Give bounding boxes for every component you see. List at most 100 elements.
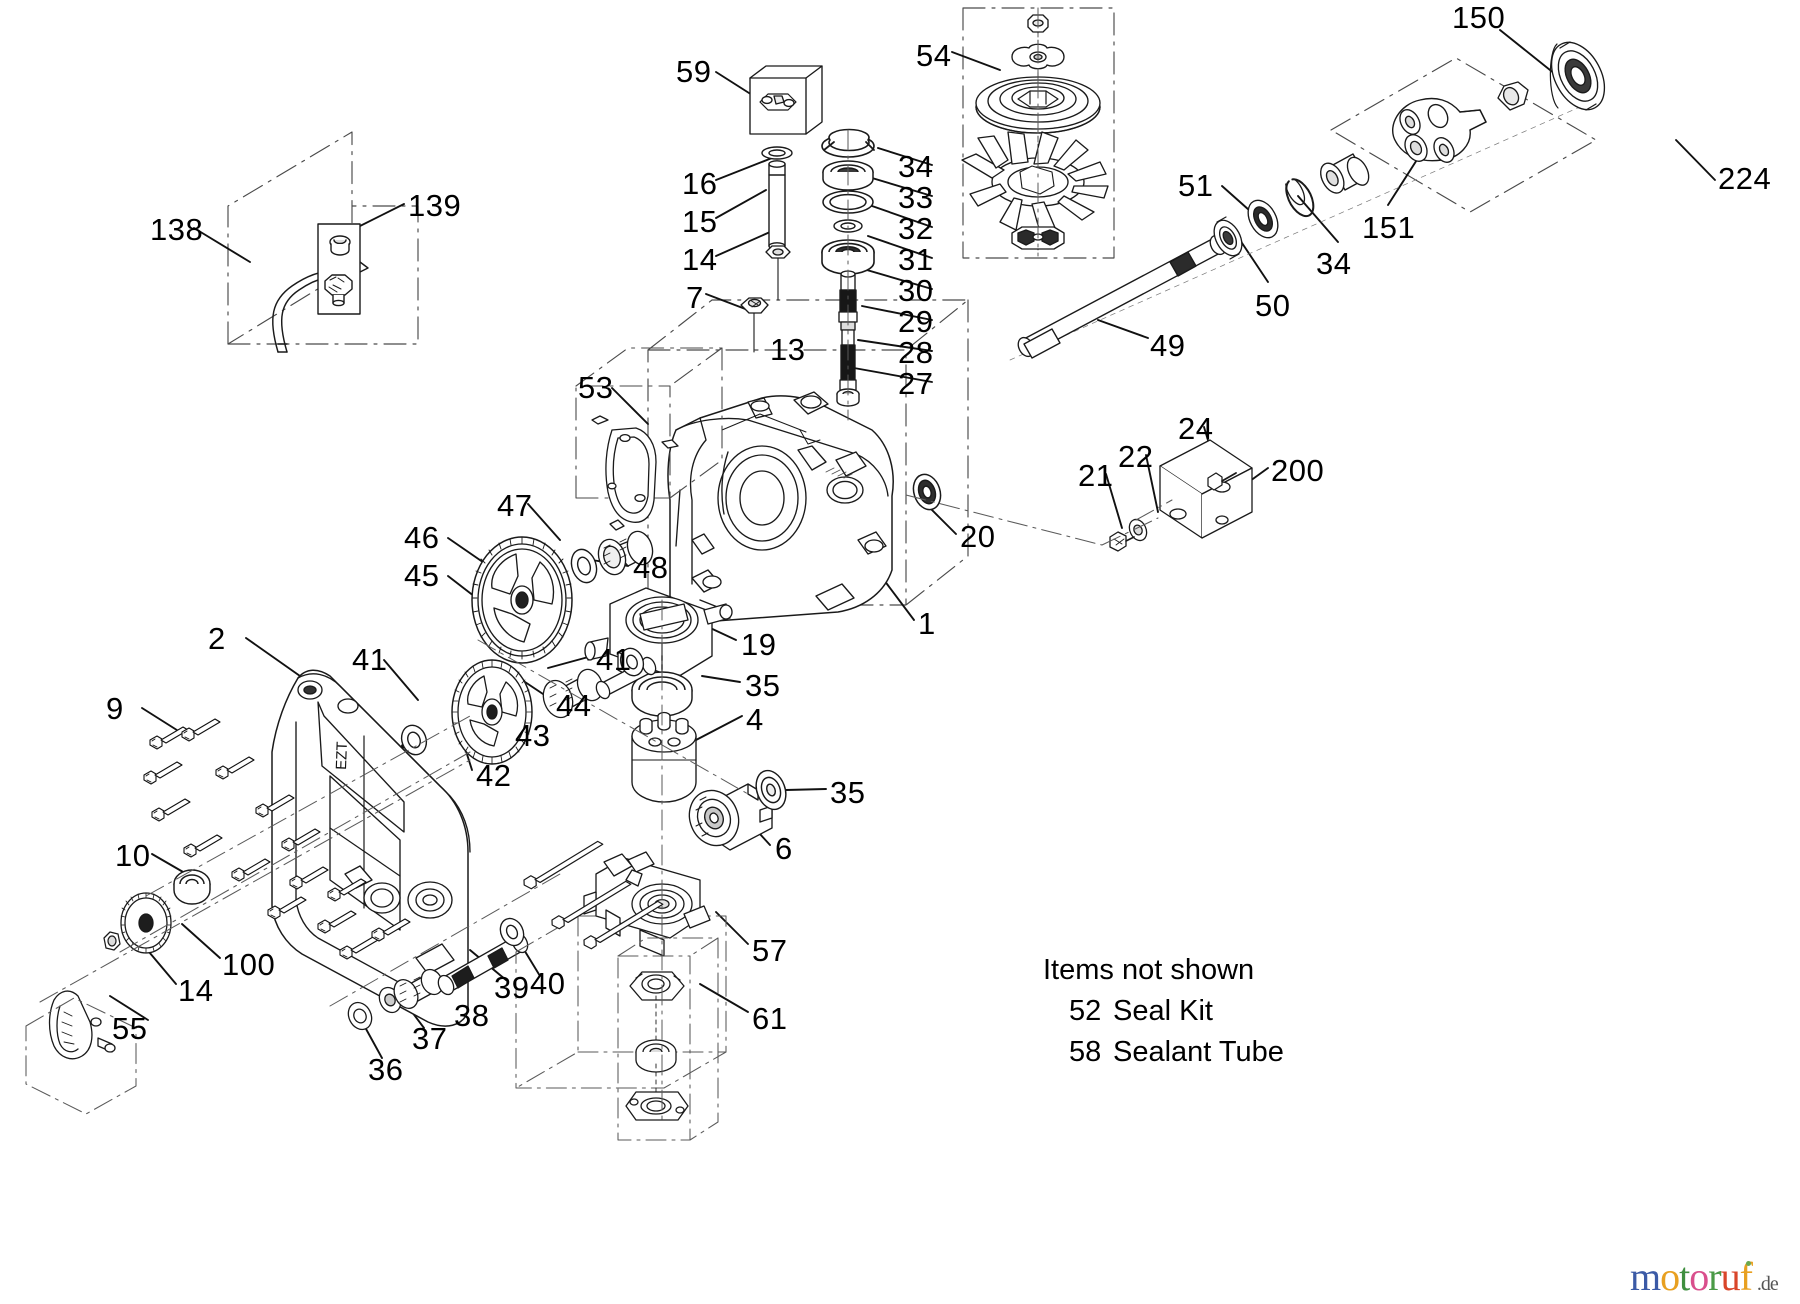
callout-15: 15 xyxy=(682,204,718,239)
part-6-rotor xyxy=(688,783,773,851)
axle-assembly xyxy=(1009,41,1606,361)
part-19-pump-body xyxy=(584,587,733,683)
item-label: Sealant Tube xyxy=(1113,1036,1284,1069)
part-150-bearing xyxy=(1549,41,1606,111)
callout-151: 151 xyxy=(1362,210,1416,245)
callout-6: 6 xyxy=(775,831,793,866)
part-4-cylinder-block xyxy=(631,711,697,803)
part-151-spacer xyxy=(1320,153,1370,194)
svg-text:EZT: EZT xyxy=(333,741,351,770)
callout-28: 28 xyxy=(898,335,934,370)
part-224-hub xyxy=(1391,97,1487,163)
callout-9: 9 xyxy=(106,691,124,726)
watermark-dot-icon xyxy=(1745,1261,1751,1266)
part-51-seal xyxy=(1247,199,1279,239)
part-49-axle-shaft xyxy=(1017,234,1227,359)
leader-line xyxy=(181,923,221,959)
leader-line xyxy=(951,51,1001,71)
watermark-letter: m xyxy=(1630,1254,1661,1299)
callout-2: 2 xyxy=(208,621,226,656)
watermark-letter: r xyxy=(1708,1254,1721,1299)
callout-29: 29 xyxy=(898,304,934,339)
leader-line xyxy=(1239,239,1269,283)
callout-43: 43 xyxy=(515,718,551,753)
callout-200: 200 xyxy=(1271,453,1325,488)
callout-224: 224 xyxy=(1718,161,1772,196)
leader-line xyxy=(695,715,743,741)
callout-49: 49 xyxy=(1150,328,1186,363)
callout-33: 33 xyxy=(898,180,934,215)
callout-44: 44 xyxy=(556,688,592,723)
leader-line xyxy=(699,983,749,1013)
callout-38: 38 xyxy=(454,998,490,1033)
fan-blades xyxy=(961,131,1109,233)
callout-39: 39 xyxy=(494,970,530,1005)
part-10-bearing xyxy=(173,869,211,905)
part-34-snap-ring xyxy=(1285,178,1315,218)
leader-line xyxy=(1097,319,1149,339)
callout-45: 45 xyxy=(404,558,440,593)
axis-left xyxy=(39,751,471,1003)
leader-line xyxy=(383,659,419,701)
pistons xyxy=(639,711,689,747)
leader-line xyxy=(859,267,933,290)
part-54-fan-assembly xyxy=(961,7,1109,251)
part-61-cover xyxy=(625,971,689,1121)
part-34-retaining-ring xyxy=(821,128,875,158)
callout-46: 46 xyxy=(404,520,440,555)
callout-35: 35 xyxy=(830,775,866,810)
callout-42: 42 xyxy=(476,758,512,793)
part-139-fitting xyxy=(317,223,361,315)
part-1-main-housing xyxy=(667,391,894,623)
callout-1: 1 xyxy=(918,606,936,641)
callout-50: 50 xyxy=(1255,288,1291,323)
group-outline-57 xyxy=(515,915,727,1089)
leader-line xyxy=(611,387,649,425)
part-27-bushing xyxy=(836,388,860,407)
leader-line xyxy=(527,503,561,541)
part-43-pinion xyxy=(542,668,604,719)
leader-line xyxy=(715,911,749,945)
watermark-suffix: .de xyxy=(1756,1273,1779,1295)
group-outline-200 xyxy=(905,494,1173,546)
leader-line xyxy=(857,339,933,352)
leader-line xyxy=(785,788,827,791)
callout-37: 37 xyxy=(412,1021,448,1056)
group-outline-53 xyxy=(575,347,723,499)
part-7-plug xyxy=(740,297,769,353)
part-48-coupler xyxy=(597,530,654,576)
part-30-bearing xyxy=(821,239,875,275)
leader-line xyxy=(701,675,741,683)
callout-27: 27 xyxy=(898,366,934,401)
assembly-axes xyxy=(145,7,1039,1121)
part-38-pinion xyxy=(393,968,444,1009)
part-100-gear xyxy=(120,892,172,954)
callout-53: 53 xyxy=(578,370,614,405)
callout-51: 51 xyxy=(1178,168,1214,203)
callout-13: 13 xyxy=(770,332,806,367)
group-outline-138 xyxy=(227,131,419,345)
leader-line xyxy=(871,205,933,228)
callout-100: 100 xyxy=(222,947,276,982)
leader-line xyxy=(715,189,767,219)
part-42-gear xyxy=(451,659,533,765)
part-15-spacer xyxy=(768,160,786,250)
callout-35: 35 xyxy=(745,668,781,703)
leader-line xyxy=(1297,195,1339,243)
callout-57: 57 xyxy=(752,933,788,968)
part-14-nut-lower xyxy=(103,931,121,951)
part-59-bracket xyxy=(749,65,823,135)
part-22-washer xyxy=(1128,518,1148,542)
callout-40: 40 xyxy=(530,966,566,1001)
callout-31: 31 xyxy=(898,242,934,277)
group-outline-61 xyxy=(617,937,719,1141)
watermark-letter: t xyxy=(1679,1254,1690,1299)
part-36-washer xyxy=(347,1001,373,1031)
part-nut-224 xyxy=(1497,81,1529,111)
callout-16: 16 xyxy=(682,166,718,201)
callout-4: 4 xyxy=(746,702,764,737)
leader-line xyxy=(867,235,933,259)
